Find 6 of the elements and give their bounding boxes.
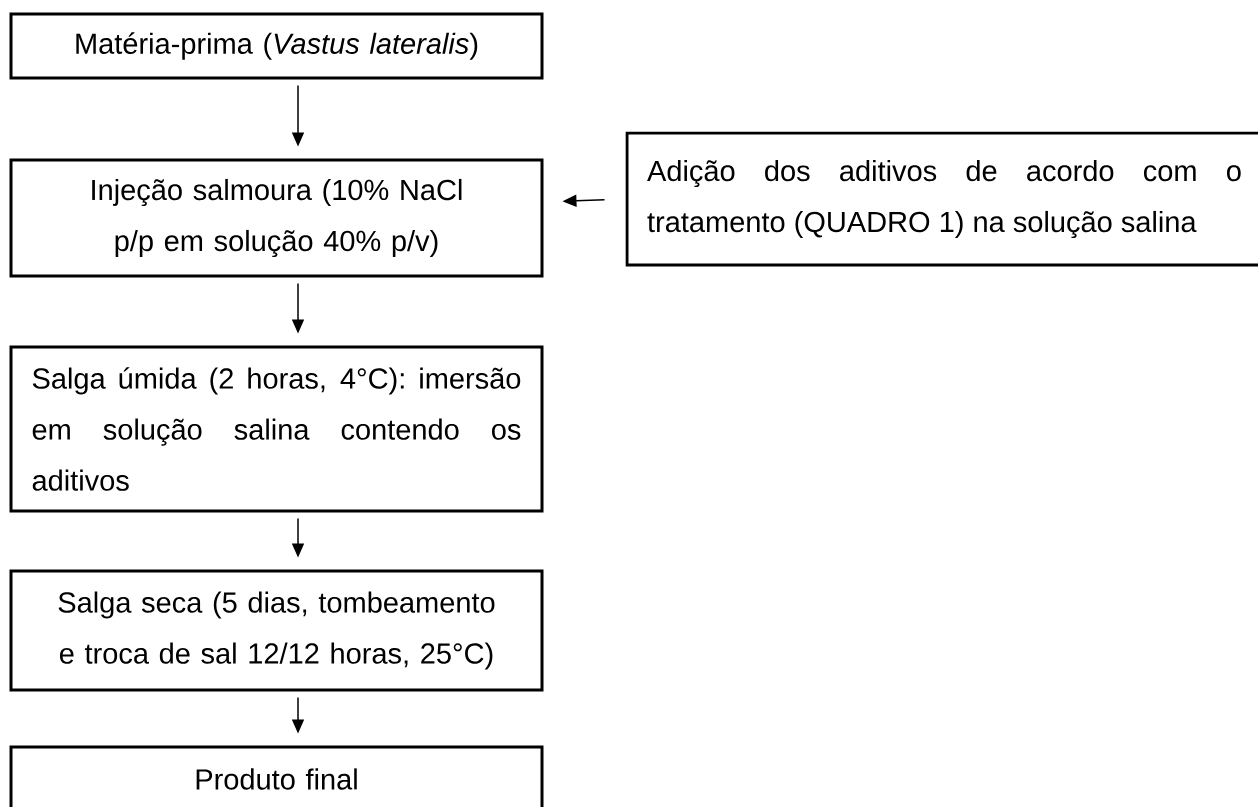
process-box: Salga úmida (2 horas, 4°C): imersão em solução salina contendo os aditivos [9,345,544,513]
process-box: Produto final [9,745,544,807]
process-box: Salga seca (5 dias, tombeamento e troca de sal 12/12 horas, 25°C) [9,569,544,692]
process-box: Injeção salmoura (10% NaCl p/p em solução 40% p/v) [9,158,544,278]
process-box: Matéria-prima (Vastus lateralis) [9,12,544,80]
process-box: Adição dos aditivos de acordo com o tratamento (QUADRO 1) na solução salina [625,131,1258,267]
